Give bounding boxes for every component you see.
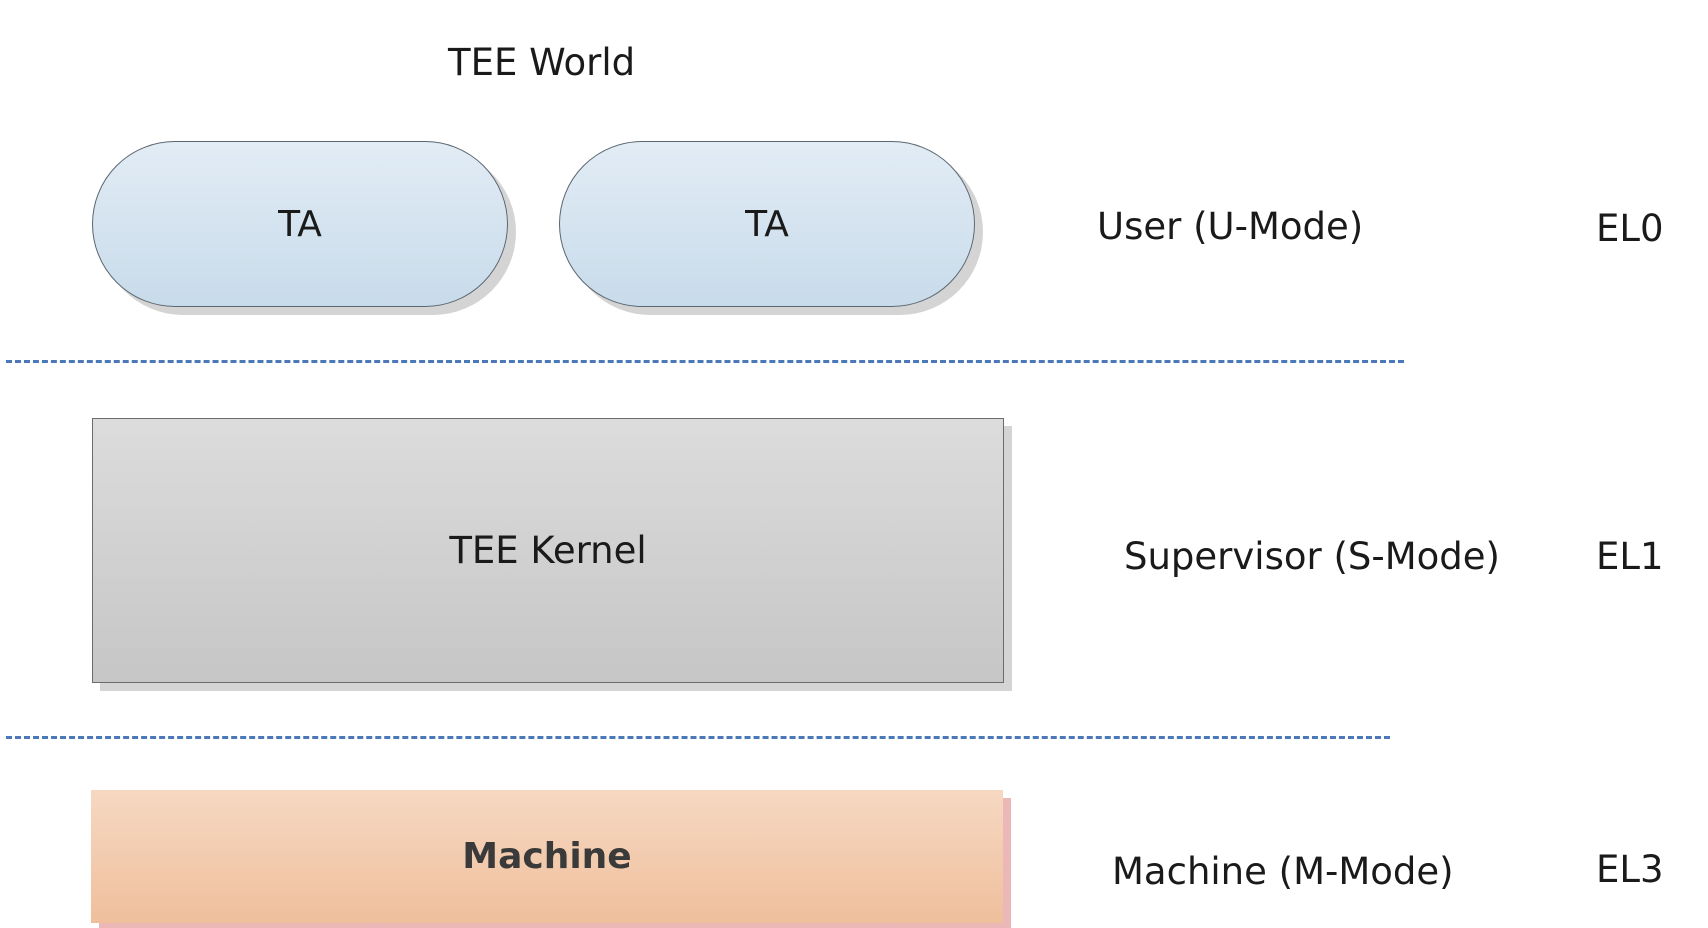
tee-kernel-box: TEE Kernel — [92, 418, 1004, 683]
machine-box: Machine — [91, 790, 1003, 923]
ta-box-1-label: TA — [278, 203, 322, 245]
machine-box-label: Machine — [462, 836, 632, 877]
tee-kernel-label: TEE Kernel — [449, 529, 647, 572]
tee-world-title: TEE World — [448, 41, 636, 84]
layer-divider-supervisor-machine — [6, 736, 1390, 739]
el3-label: EL3 — [1596, 848, 1664, 891]
ta-box-1: TA — [92, 141, 508, 307]
user-mode-label: User (U-Mode) — [1097, 205, 1364, 248]
el0-label: EL0 — [1596, 207, 1664, 250]
ta-box-2: TA — [559, 141, 975, 307]
el1-label: EL1 — [1596, 535, 1664, 578]
layer-divider-user-supervisor — [6, 360, 1404, 363]
supervisor-mode-label: Supervisor (S-Mode) — [1124, 535, 1500, 578]
machine-mode-label: Machine (M-Mode) — [1112, 850, 1454, 893]
ta-box-2-label: TA — [745, 203, 789, 245]
